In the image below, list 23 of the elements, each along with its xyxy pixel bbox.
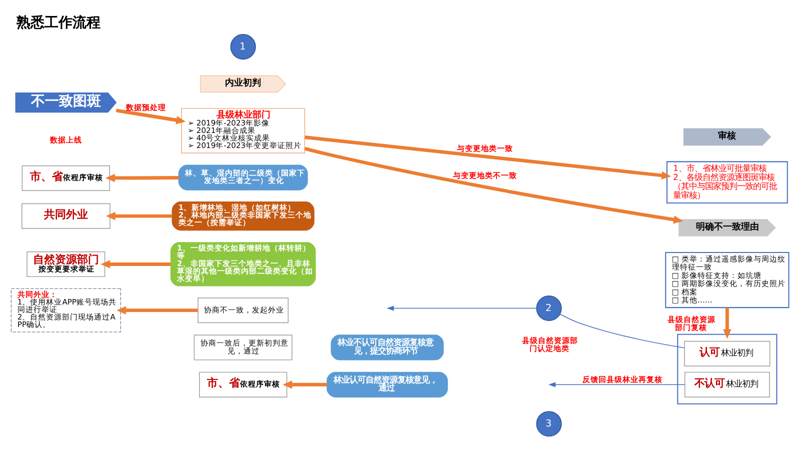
node-circle: 1 (230, 34, 256, 60)
node-box: 1、市、省林业可批量审核 2、各级自然资源逐图斑审核（其中与国家预判一致的可批量审核） (666, 161, 788, 204)
cluster (677, 334, 778, 404)
node-circle: 2 (536, 295, 562, 322)
arrow (116, 108, 186, 124)
node-box: 不认可 林业初判 (684, 372, 770, 398)
arrow (106, 174, 179, 182)
arrow (548, 382, 686, 388)
arrow (116, 306, 198, 314)
node-box: 林业不认可自然资源复核意见，提交协商环节 (330, 334, 444, 360)
connector (560, 314, 685, 348)
arrow (282, 380, 327, 389)
arrow (106, 212, 172, 220)
arrow (304, 146, 684, 224)
node-box: 共同外业 (21, 203, 110, 229)
arrow (304, 136, 672, 180)
node-box: 认可林业初判 (684, 340, 770, 366)
arrow (100, 260, 171, 268)
arrow (386, 306, 537, 311)
arrow (723, 308, 732, 339)
diagram-title: 熟悉工作流程 (16, 14, 101, 31)
node-circle: 3 (536, 411, 562, 437)
node-box: 林业认可自然资源复核意见，通过 (326, 372, 448, 398)
